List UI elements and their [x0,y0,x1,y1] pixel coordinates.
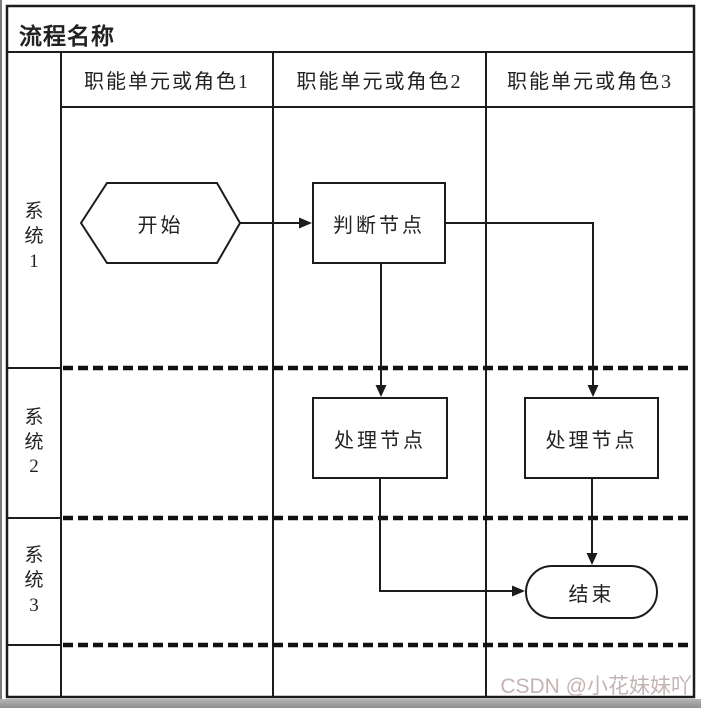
arrowhead-start-to-decision [299,217,312,229]
row-label-system1: 系统1 [7,107,61,368]
csdn-watermark: CSDN @小花妹妹吖 [500,675,692,698]
start-node-label: 开始 [137,214,184,237]
process-node-col2-rect [312,397,448,479]
row-label-system2: 系统2 [7,368,61,518]
arrowhead-process-col2-to-end [512,585,525,597]
arrowhead-decision-to-process-col3 [587,385,599,397]
process-node-col3-rect [524,397,659,479]
arrowhead-process-col3-to-end [586,553,598,565]
column-header-role2: 职能单元或角色2 [296,71,463,93]
end-node-label: 结束 [568,583,615,606]
diagram-title: 流程名称 [19,24,115,49]
row-label-system1-text: 系统1 [24,201,44,272]
arrowhead-decision-to-process-col2 [375,385,387,397]
decision-node-label: 判断节点 [333,214,425,237]
diagram-frame [5,4,696,699]
end-node-stadium [525,565,658,619]
row-label-system3: 系统3 [7,518,61,645]
edge-decision-to-process-col3 [445,222,594,385]
row-label-system2-text: 系统2 [24,406,44,478]
row-label-system3-text: 系统3 [24,545,44,616]
bottom-gray-bar [0,699,701,708]
column-header-role3: 职能单元或角色3 [507,71,673,93]
process-node-col2-label: 处理节点 [334,429,426,452]
column-header-role1: 职能单元或角色1 [84,71,250,93]
edge-process-col2-to-end [379,478,512,592]
screenshot-left-edge [0,0,2,708]
process-node-col3-label: 处理节点 [545,429,638,452]
start-node-hexagon [79,182,242,264]
decision-node-rect [312,182,446,264]
